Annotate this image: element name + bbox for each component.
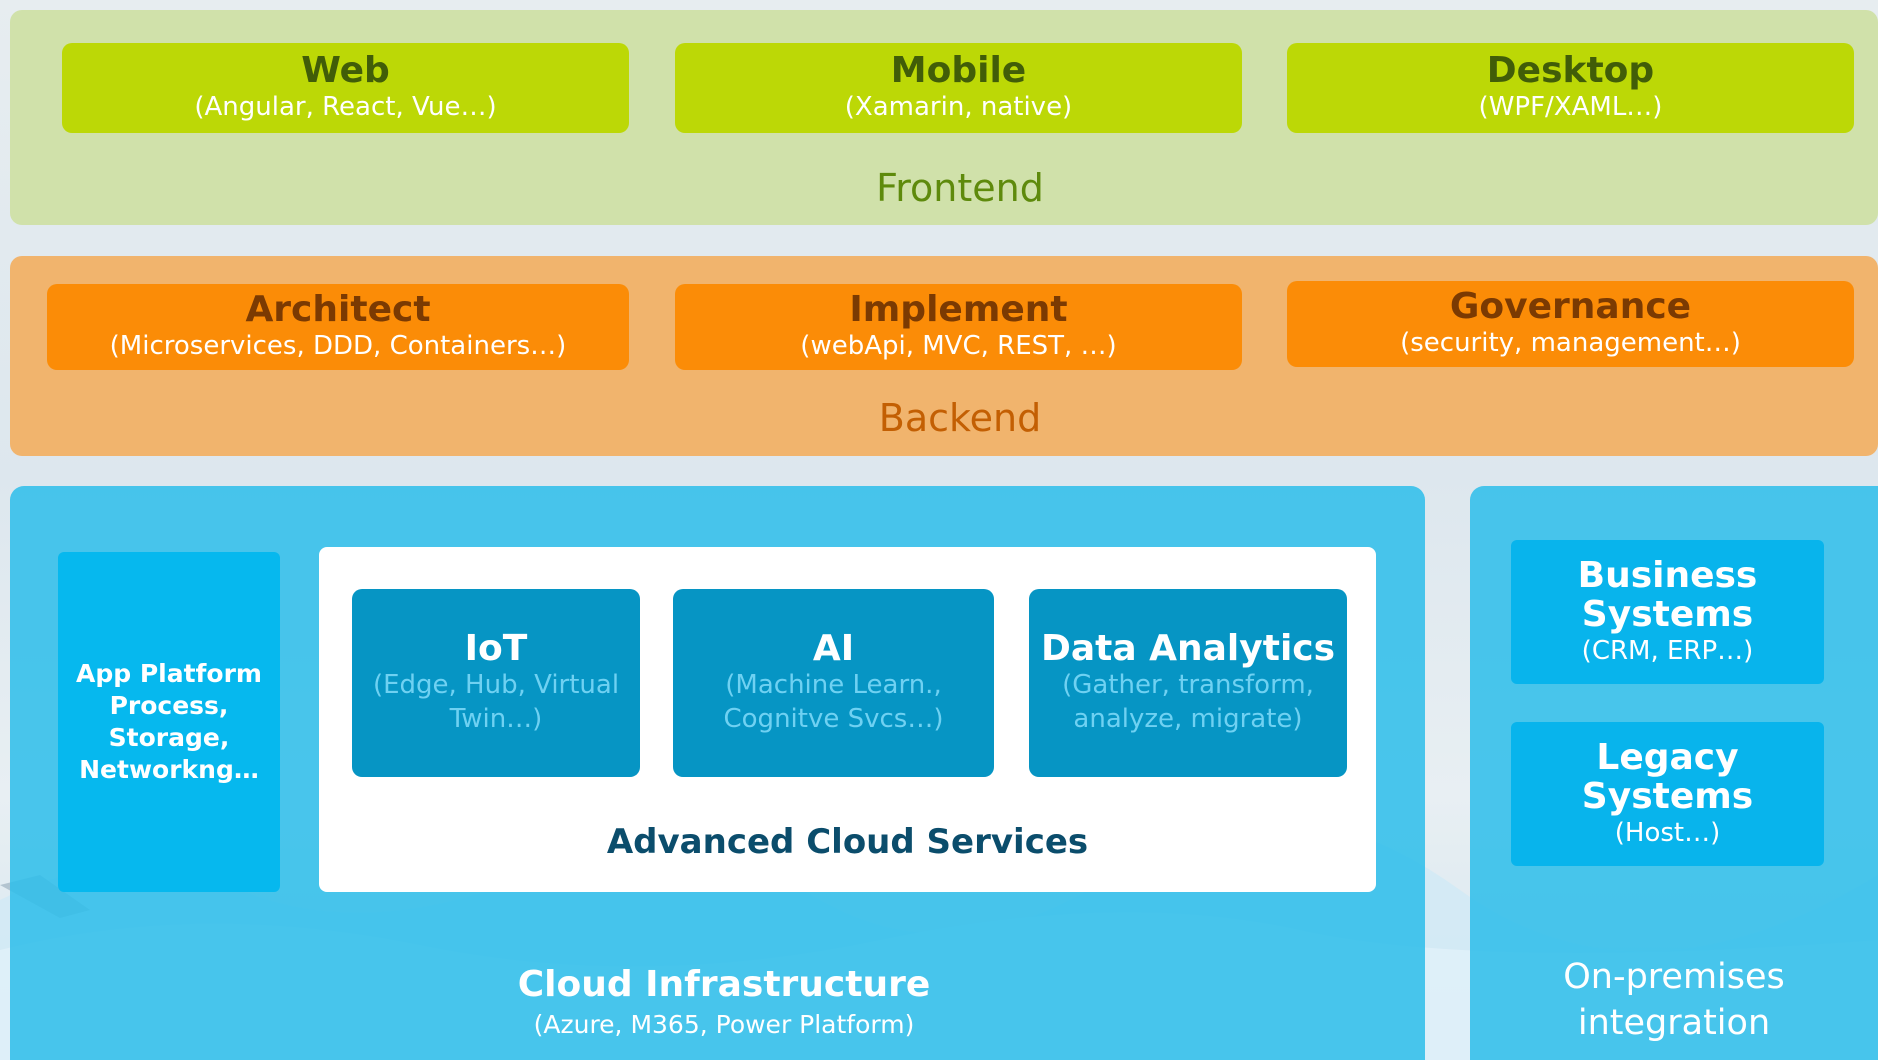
frontend-mobile-box[interactable]: Mobile (Xamarin, native) — [675, 43, 1242, 133]
backend-label: Backend — [878, 396, 1042, 440]
backend-architect-title: Architect — [245, 289, 431, 331]
service-data-analytics-title: Data Analytics — [1040, 628, 1336, 670]
service-data-analytics-subtitle: (Gather, transform, analyze, migrate) — [1062, 670, 1314, 734]
legacy-systems-box[interactable]: Legacy Systems (Host…) — [1511, 722, 1824, 866]
frontend-desktop-subtitle: (WPF/XAML…) — [1478, 91, 1663, 122]
legacy-systems-subtitle: (Host…) — [1614, 817, 1721, 848]
service-iot-subtitle: (Edge, Hub, Virtual Twin…) — [372, 670, 620, 734]
backend-architect-box[interactable]: Architect (Microservices, DDD, Container… — [47, 284, 629, 370]
business-systems-box[interactable]: Business Systems (CRM, ERP…) — [1511, 540, 1824, 684]
frontend-desktop-title: Desktop — [1486, 50, 1655, 92]
frontend-mobile-title: Mobile — [890, 50, 1027, 92]
app-platform-label: App Platform Process, Storage, Networkng… — [76, 659, 262, 784]
on-premises-integration-label: On-premises integration — [1563, 957, 1785, 1043]
backend-implement-box[interactable]: Implement (webApi, MVC, REST, …) — [675, 284, 1242, 370]
app-platform-box[interactable]: App Platform Process, Storage, Networkng… — [58, 552, 280, 892]
frontend-web-subtitle: (Angular, React, Vue…) — [194, 91, 497, 122]
frontend-label: Frontend — [876, 166, 1044, 210]
service-ai-subtitle: (Machine Learn., Cognitve Svcs…) — [723, 670, 944, 734]
business-systems-subtitle: (CRM, ERP…) — [1581, 635, 1754, 666]
legacy-systems-title: Legacy Systems — [1581, 736, 1754, 818]
cloud-infrastructure-title: Cloud Infrastructure — [517, 964, 931, 1005]
backend-implement-title: Implement — [849, 289, 1068, 331]
backend-governance-title: Governance — [1449, 286, 1692, 328]
frontend-web-title: Web — [301, 50, 390, 92]
service-iot-title: IoT — [464, 628, 528, 670]
backend-governance-box[interactable]: Governance (security, management…) — [1287, 281, 1854, 367]
frontend-mobile-subtitle: (Xamarin, native) — [844, 91, 1073, 122]
business-systems-title: Business Systems — [1577, 554, 1758, 636]
backend-governance-subtitle: (security, management…) — [1400, 327, 1741, 358]
service-data-analytics-box[interactable]: Data Analytics (Gather, transform, analy… — [1029, 589, 1347, 777]
service-iot-box[interactable]: IoT (Edge, Hub, Virtual Twin…) — [352, 589, 640, 777]
backend-implement-subtitle: (webApi, MVC, REST, …) — [800, 330, 1117, 361]
frontend-web-box[interactable]: Web (Angular, React, Vue…) — [62, 43, 629, 133]
backend-architect-subtitle: (Microservices, DDD, Containers…) — [109, 330, 567, 361]
service-ai-box[interactable]: AI (Machine Learn., Cognitve Svcs…) — [673, 589, 994, 777]
cloud-infrastructure-subtitle: (Azure, M365, Power Platform) — [533, 1010, 915, 1039]
advanced-cloud-services-label: Advanced Cloud Services — [606, 822, 1089, 862]
frontend-desktop-box[interactable]: Desktop (WPF/XAML…) — [1287, 43, 1854, 133]
service-ai-title: AI — [812, 628, 855, 670]
